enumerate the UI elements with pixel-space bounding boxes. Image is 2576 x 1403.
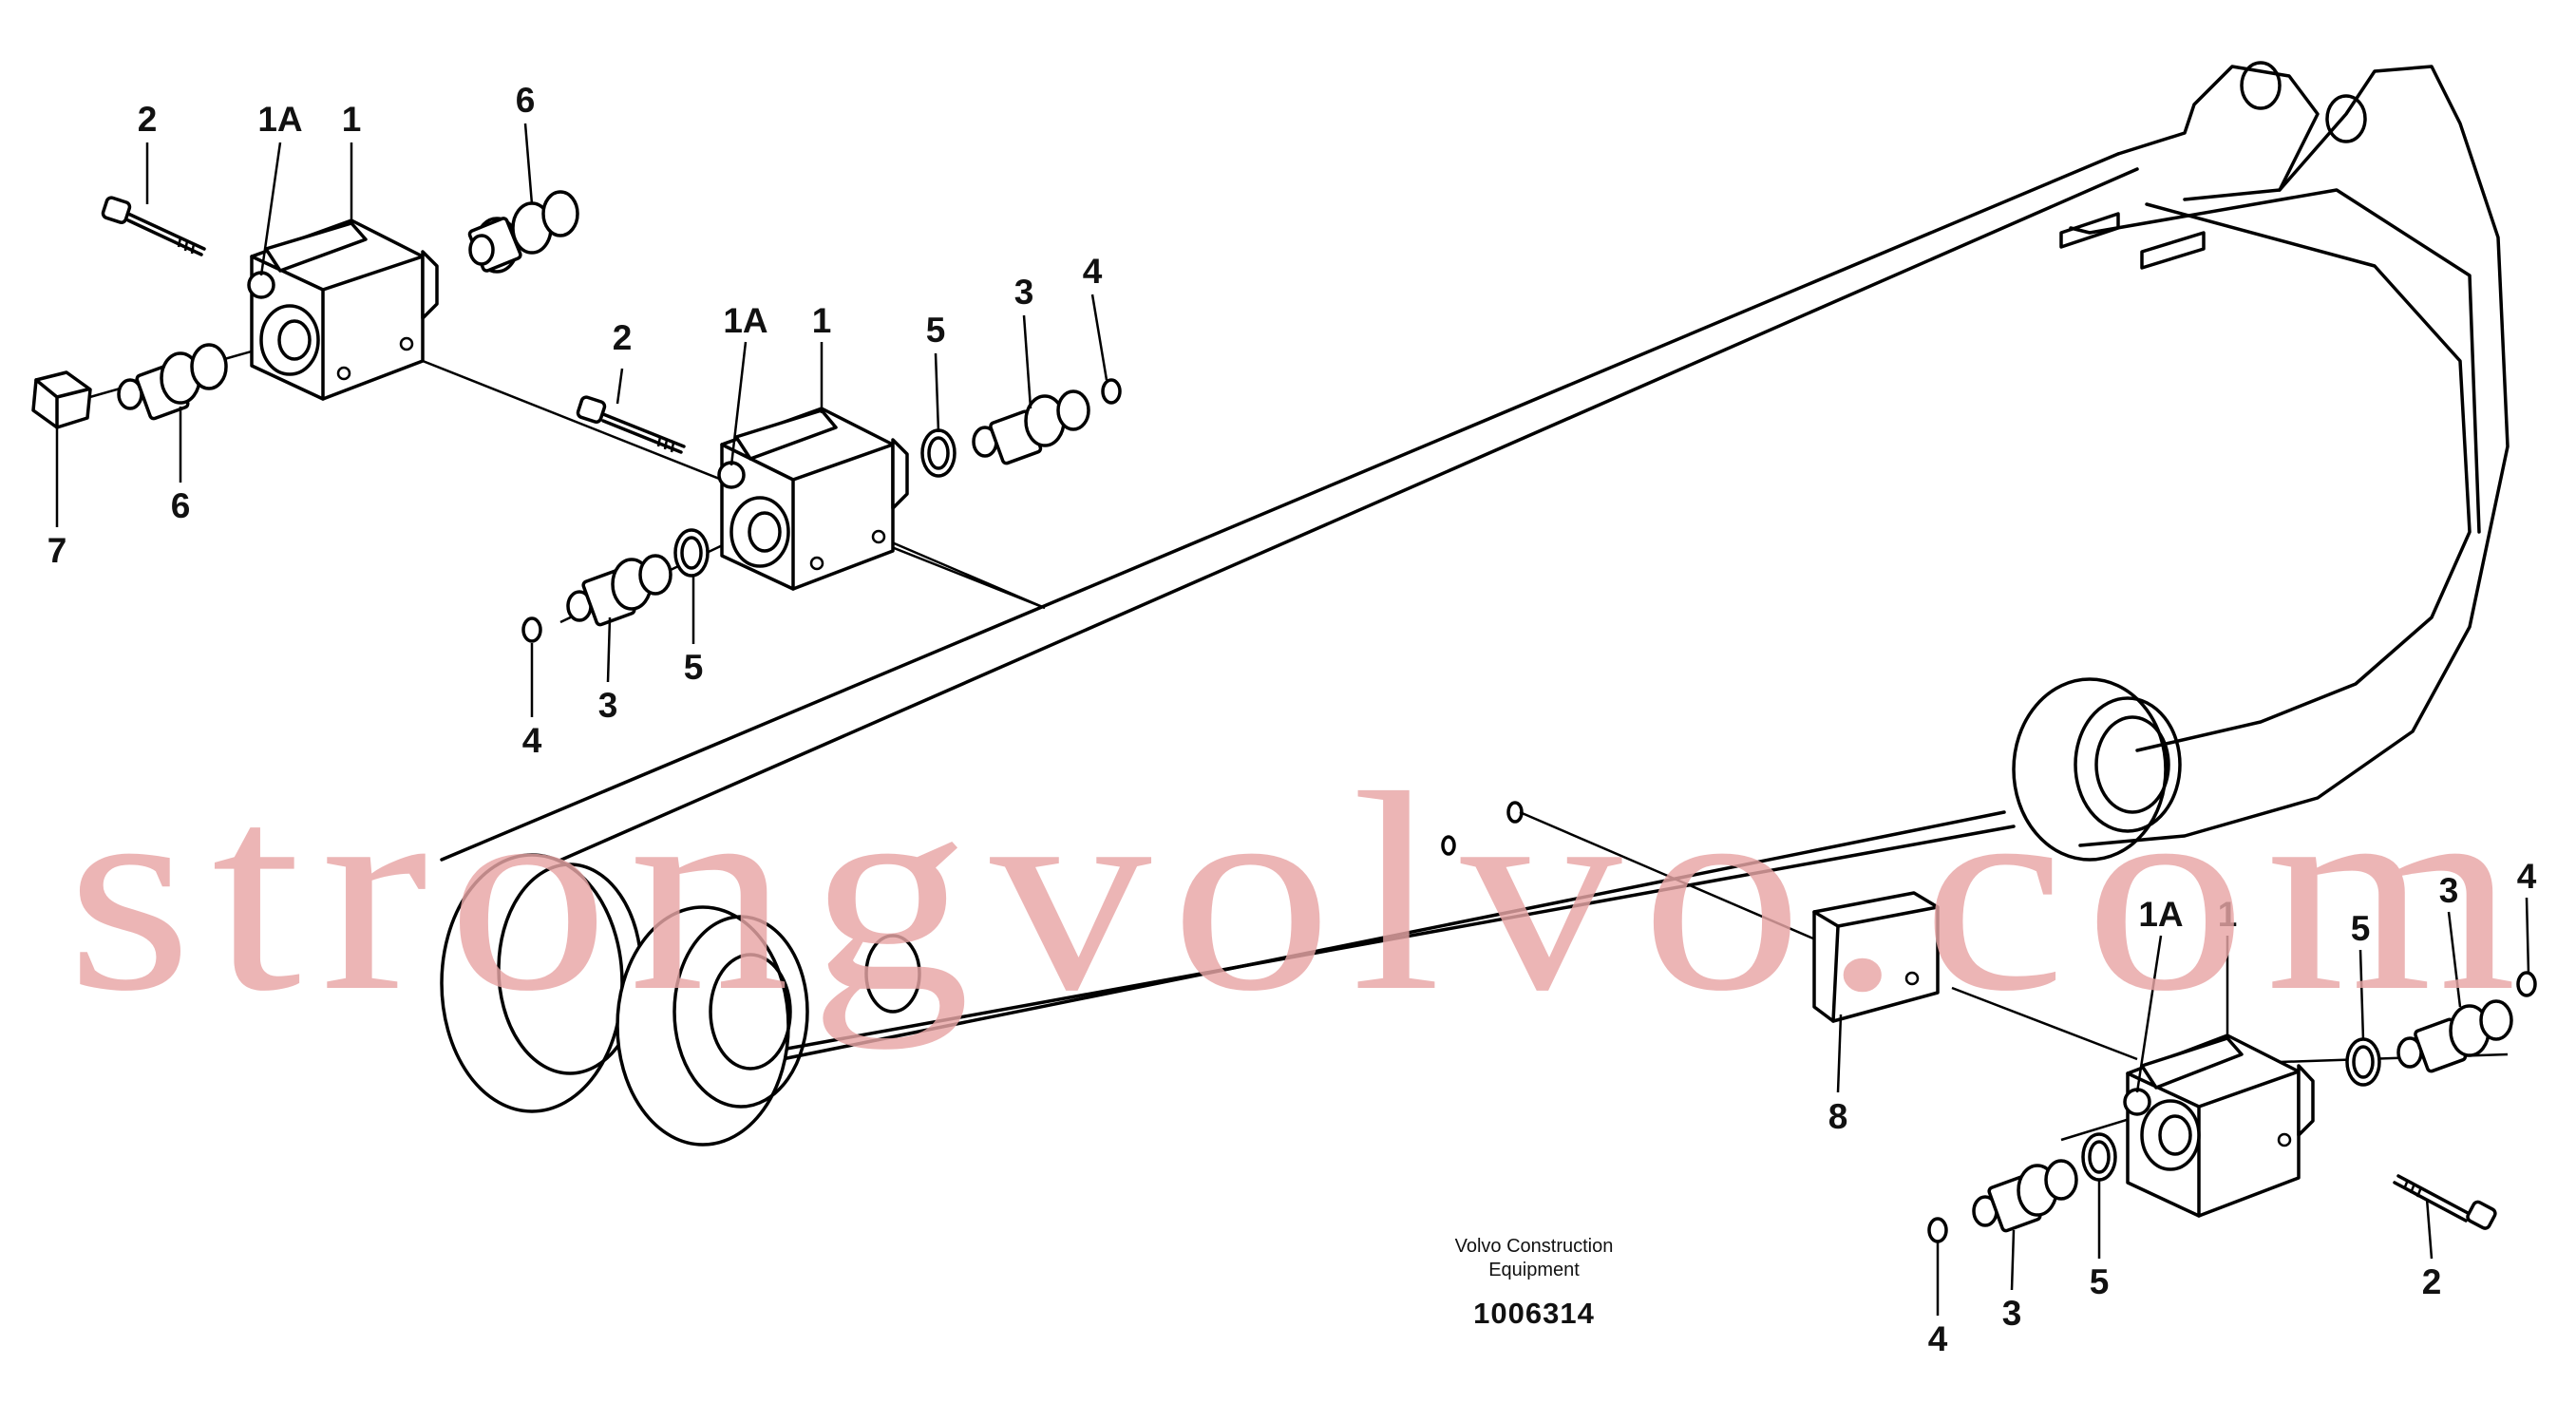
fitting-3-right (2396, 999, 2513, 1073)
bolt-2-middle (576, 395, 686, 454)
label-5: 5 (2090, 1262, 2110, 1301)
label-6: 6 (516, 81, 536, 120)
fitting-6-topright (467, 190, 579, 274)
label-4: 4 (1928, 1319, 1948, 1358)
label-2: 2 (613, 318, 633, 357)
plate-8 (1812, 891, 1940, 1023)
drawing-number: 1006314 (1473, 1297, 1595, 1330)
label-4: 4 (522, 721, 542, 760)
bolt-2-topleft (101, 196, 206, 256)
label-4: 4 (1083, 252, 1103, 291)
labels-right: 1A 1 5 3 4 8 4 3 5 2 (1828, 857, 2537, 1358)
bolt-2-right (2393, 1174, 2497, 1230)
oring-5-left (673, 528, 710, 578)
label-5: 5 (684, 648, 704, 687)
label-2: 2 (138, 100, 158, 139)
label-5: 5 (2351, 909, 2371, 948)
watermark: strongvolvo.com (66, 734, 2536, 1051)
label-1a: 1A (257, 100, 302, 139)
oring-4-right (1101, 378, 1122, 405)
label-8: 8 (1828, 1097, 1848, 1136)
fitting-3-left (566, 554, 672, 627)
label-3: 3 (2002, 1294, 2022, 1333)
label-4: 4 (2517, 857, 2537, 896)
oring-4-left (1927, 1217, 1948, 1243)
callout-lines (55, 123, 2530, 1316)
label-1a: 1A (2138, 895, 2183, 934)
valve-block-middle (521, 378, 1122, 643)
oring-5-right (920, 428, 957, 478)
brand-line-1: Volvo Construction (1455, 1236, 1614, 1257)
label-1: 1 (2218, 895, 2238, 934)
fitting-3-right (972, 389, 1090, 465)
label-1a: 1A (723, 301, 767, 340)
brand-block: Volvo Construction Equipment 1006314 (1455, 1236, 1614, 1330)
fitting-6-left (117, 343, 228, 421)
label-1: 1 (812, 301, 832, 340)
brand-line-2: Equipment (1488, 1260, 1580, 1280)
label-3: 3 (2439, 871, 2459, 910)
valve-block-topleft (31, 190, 579, 429)
label-1: 1 (342, 100, 362, 139)
oring-4-left (521, 616, 542, 643)
oring-5-left (2081, 1132, 2117, 1182)
label-6: 6 (171, 486, 191, 525)
labels-middle: 2 1A 1 5 3 4 4 3 5 (522, 252, 1103, 760)
oring-4-right (2516, 971, 2537, 997)
labels-topleft: 2 1A 1 6 6 7 (47, 81, 536, 570)
label-3: 3 (598, 686, 618, 725)
label-7: 7 (47, 531, 67, 570)
fitting-3-left (1972, 1159, 2078, 1233)
nut-7 (31, 370, 92, 429)
label-3: 3 (1014, 273, 1034, 312)
label-2: 2 (2422, 1262, 2442, 1301)
label-5: 5 (926, 311, 946, 350)
boom-arm (440, 61, 2510, 1147)
